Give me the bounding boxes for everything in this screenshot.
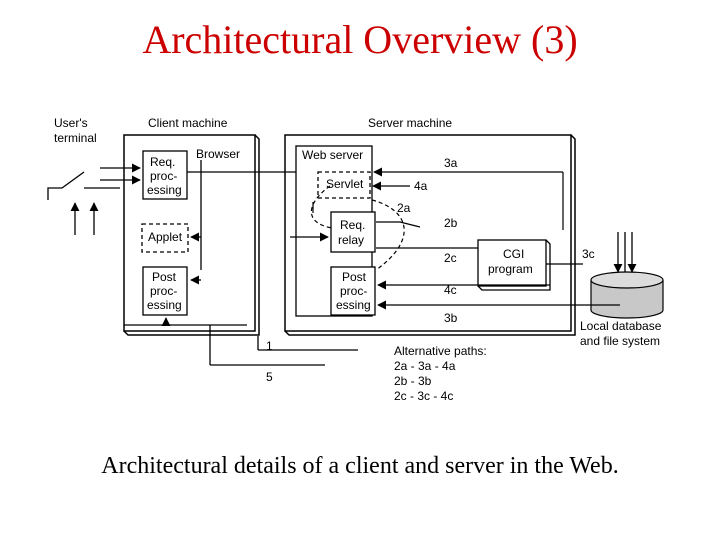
users-terminal-label: terminal (54, 131, 97, 145)
post-processing-box (142, 266, 188, 316)
database-icon (590, 271, 664, 319)
client-machine-label: Client machine (148, 116, 228, 130)
label-3b: 3b (444, 311, 458, 325)
label-5: 5 (266, 370, 273, 384)
post-processing-label: proc- (150, 284, 177, 298)
server-machine-box (284, 134, 572, 332)
cgi-program-label: CGI (503, 247, 524, 261)
label-3c: 3c (582, 247, 595, 261)
server-machine-label: Server machine (368, 116, 452, 130)
servlet-label: Servlet (326, 177, 364, 191)
client-machine-box (123, 134, 256, 332)
label-2a: 2a (397, 201, 411, 215)
req-processing-label: essing (147, 183, 182, 197)
label-1: 1 (266, 339, 273, 353)
cgi-program-label: program (488, 262, 533, 276)
req-relay-box (330, 211, 376, 253)
req-relay-label: Req. (340, 218, 365, 232)
server-post-processing-label: Post (342, 270, 367, 284)
post-processing-label: Post (152, 270, 177, 284)
browser-label: Browser (196, 147, 240, 161)
alt-path-b: 2b - 3b (394, 374, 432, 388)
req-processing-label: proc- (150, 169, 177, 183)
label-4c: 4c (444, 283, 457, 297)
req-relay-label: relay (338, 233, 364, 247)
server-post-processing-box (330, 266, 376, 316)
servlet-box (317, 171, 371, 199)
cgi-program-box (477, 239, 547, 287)
alt-path-c: 2c - 3c - 4c (394, 389, 453, 403)
figure-caption: Architectural details of a client and se… (101, 453, 619, 479)
label-3a: 3a (444, 156, 458, 170)
web-server-label: Web server (302, 148, 363, 162)
post-processing-label: essing (147, 298, 182, 312)
local-database-label: and file system (580, 334, 660, 348)
label-2c: 2c (444, 251, 457, 265)
server-post-processing-label: essing (336, 298, 371, 312)
applet-label: Applet (148, 230, 183, 244)
req-processing-label: Req. (150, 155, 175, 169)
label-4a: 4a (414, 179, 428, 193)
local-database-label: Local database (580, 319, 662, 333)
alt-path-a: 2a - 3a - 4a (394, 359, 456, 373)
slide-title: Architectural Overview (3) (142, 17, 578, 62)
alt-paths-title: Alternative paths: (394, 344, 487, 358)
applet-box (141, 223, 189, 253)
req-processing-box (142, 150, 188, 200)
label-2b: 2b (444, 216, 458, 230)
server-post-processing-label: proc- (340, 284, 367, 298)
users-terminal-label: User's (54, 116, 88, 130)
